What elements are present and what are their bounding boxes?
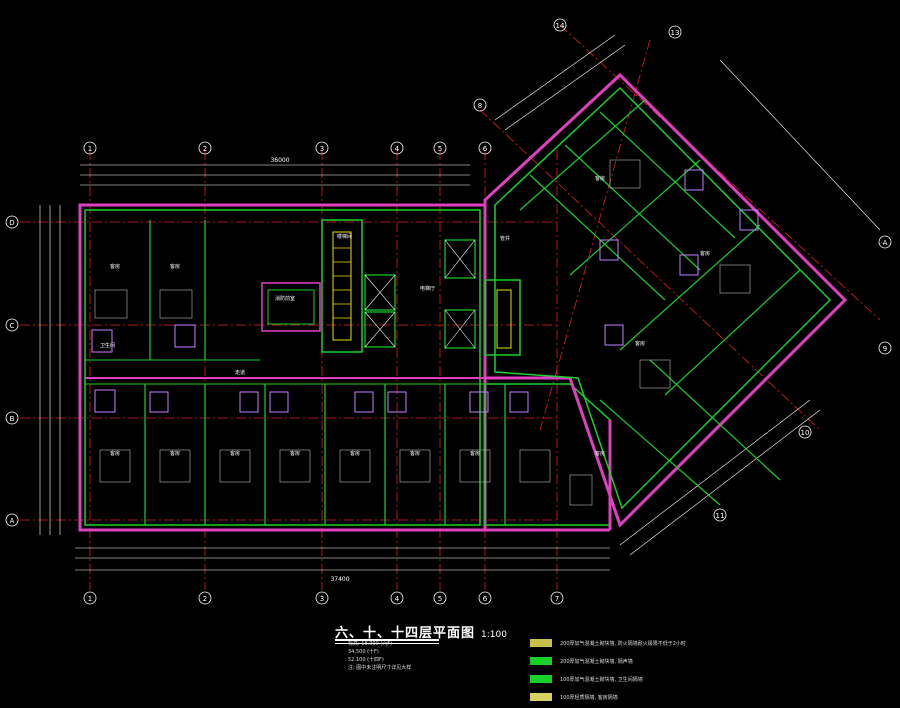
room-label-stair: 楼梯间 (337, 233, 352, 240)
room-label-shaft: 管井 (500, 235, 510, 242)
axis-label-col: 3 (320, 145, 324, 153)
room-label-guest: 客房 (170, 263, 180, 270)
axis-label-col: 4 (395, 145, 400, 153)
room-label-guest: 客房 (230, 450, 240, 457)
legend-swatch (530, 657, 552, 665)
note-line: 标高: 18.900 (六F) (348, 641, 393, 647)
axis-label-diag: 14 (556, 22, 565, 30)
legend-label: 100厚加气混凝土砌块墙, 卫生间隔墙 (560, 676, 643, 683)
room-label-guest: 客房 (290, 450, 300, 457)
axis-label-row: B (10, 415, 15, 423)
axis-label-diag: 8 (478, 102, 482, 110)
axis-label-diag: 9 (883, 345, 887, 353)
drawing-scale: 1:100 (481, 630, 507, 640)
legend-swatch (530, 675, 552, 683)
room-label-corridor: 走道 (235, 369, 245, 376)
axis-label-col: 3 (320, 595, 324, 603)
title-underline (335, 639, 439, 641)
core (261, 219, 521, 356)
dimension-lines (39, 34, 881, 571)
legend-item: 200厚加气混凝土砌块墙, 隔声墙 (530, 654, 686, 668)
room-label-guest: 客房 (110, 450, 120, 457)
legend-item: 100厚加气混凝土砌块墙, 卫生间隔墙 (530, 672, 686, 686)
axis-label-col: 2 (203, 145, 207, 153)
legend-item: 200厚加气混凝土砌块墙, 防火隔墙耐火极限不低于2小时 (530, 636, 686, 650)
room-label-guest: 客房 (595, 450, 605, 457)
furniture (94, 159, 751, 506)
title-underline-thin (335, 643, 439, 644)
overall-dim-bottom: 37400 (330, 576, 349, 583)
axis-label-col: 5 (438, 595, 442, 603)
axis-label-row: C (10, 322, 15, 330)
note-line: 34.500 (十F) (348, 649, 379, 655)
legend-item: 100厚轻质隔墙, 客房隔墙 (530, 690, 686, 704)
room-label-guest: 客房 (170, 450, 180, 457)
note-line: 注: 图中未注明尺寸详见大样 (348, 665, 412, 671)
axis-label-diag: 10 (801, 429, 810, 437)
room-label-guest: 客房 (350, 450, 360, 457)
legend-swatch (530, 693, 552, 701)
axis-label-diag: 11 (716, 512, 725, 520)
axis-label-col: 7 (555, 595, 559, 603)
legend-swatch (530, 639, 552, 647)
drawing-title: 六、十、十四层平面图 (335, 626, 476, 641)
axis-label-col: 5 (438, 145, 442, 153)
axis-label-row: D (9, 219, 14, 227)
legend-label: 200厚加气混凝土砌块墙, 隔声墙 (560, 658, 633, 665)
axis-label-row: A (10, 517, 15, 525)
axis-label-col: 2 (203, 595, 207, 603)
room-label-guest: 客房 (635, 340, 645, 347)
axis-label-col: 6 (483, 145, 488, 153)
room-label-guest: 客房 (470, 450, 480, 457)
axis-label-col: 1 (88, 595, 92, 603)
overall-dim-top: 36000 (270, 157, 289, 164)
rotated-wing (483, 72, 848, 528)
drawing-title-block: 六、十、十四层平面图 1:100 (335, 622, 507, 644)
axis-label-col: 4 (395, 595, 400, 603)
room-labels: 楼梯间 电梯厅 走道 客房 客房 客房 客房 客房 客房 客房 客房 客房 客房… (100, 175, 710, 457)
room-label-fire: 消防前室 (275, 295, 295, 302)
legend-label: 100厚轻质隔墙, 客房隔墙 (560, 694, 618, 701)
note-line: 52.100 (十四F) (348, 657, 384, 663)
room-label-guest: 客房 (700, 250, 710, 257)
axis-labels: 1 2 3 4 5 6 1 2 3 4 5 6 7 D C B A A 14 1… (9, 22, 887, 603)
axis-label-diag: 13 (671, 29, 680, 37)
room-label-guest: 客房 (410, 450, 420, 457)
fixtures (91, 169, 759, 413)
axis-label-row: A (883, 239, 888, 247)
room-label-bath: 卫生间 (100, 342, 115, 349)
axis-bubbles (5, 18, 892, 605)
axis-label-col: 6 (483, 595, 488, 603)
legend-label: 200厚加气混凝土砌块墙, 防火隔墙耐火极限不低于2小时 (560, 640, 686, 647)
room-label-guest: 客房 (110, 263, 120, 270)
wall-legend: 200厚加气混凝土砌块墙, 防火隔墙耐火极限不低于2小时 200厚加气混凝土砌块… (530, 636, 686, 708)
room-label-elevator-hall: 电梯厅 (420, 285, 435, 292)
room-label-guest: 客房 (595, 175, 605, 182)
axis-label-col: 1 (88, 145, 92, 153)
elevation-notes: 标高: 18.900 (六F) 34.500 (十F) 52.100 (十四F)… (348, 640, 411, 672)
